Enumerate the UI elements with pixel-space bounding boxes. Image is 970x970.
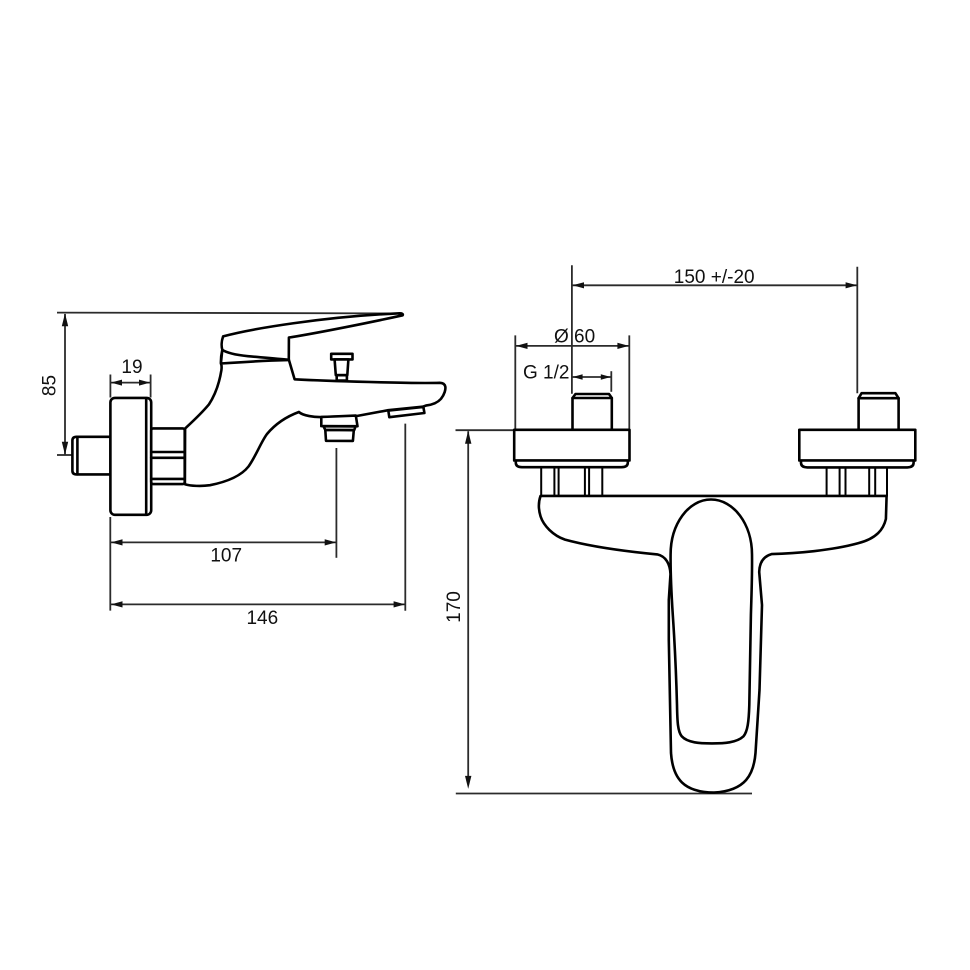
svg-text:Ø 60: Ø 60 — [554, 326, 595, 347]
svg-text:107: 107 — [210, 545, 242, 566]
svg-text:170: 170 — [444, 591, 465, 623]
svg-text:150 +/-20: 150 +/-20 — [674, 267, 755, 288]
svg-text:G 1/2: G 1/2 — [523, 363, 569, 384]
svg-text:146: 146 — [246, 608, 278, 629]
svg-text:19: 19 — [121, 357, 142, 378]
svg-text:85: 85 — [40, 375, 61, 396]
